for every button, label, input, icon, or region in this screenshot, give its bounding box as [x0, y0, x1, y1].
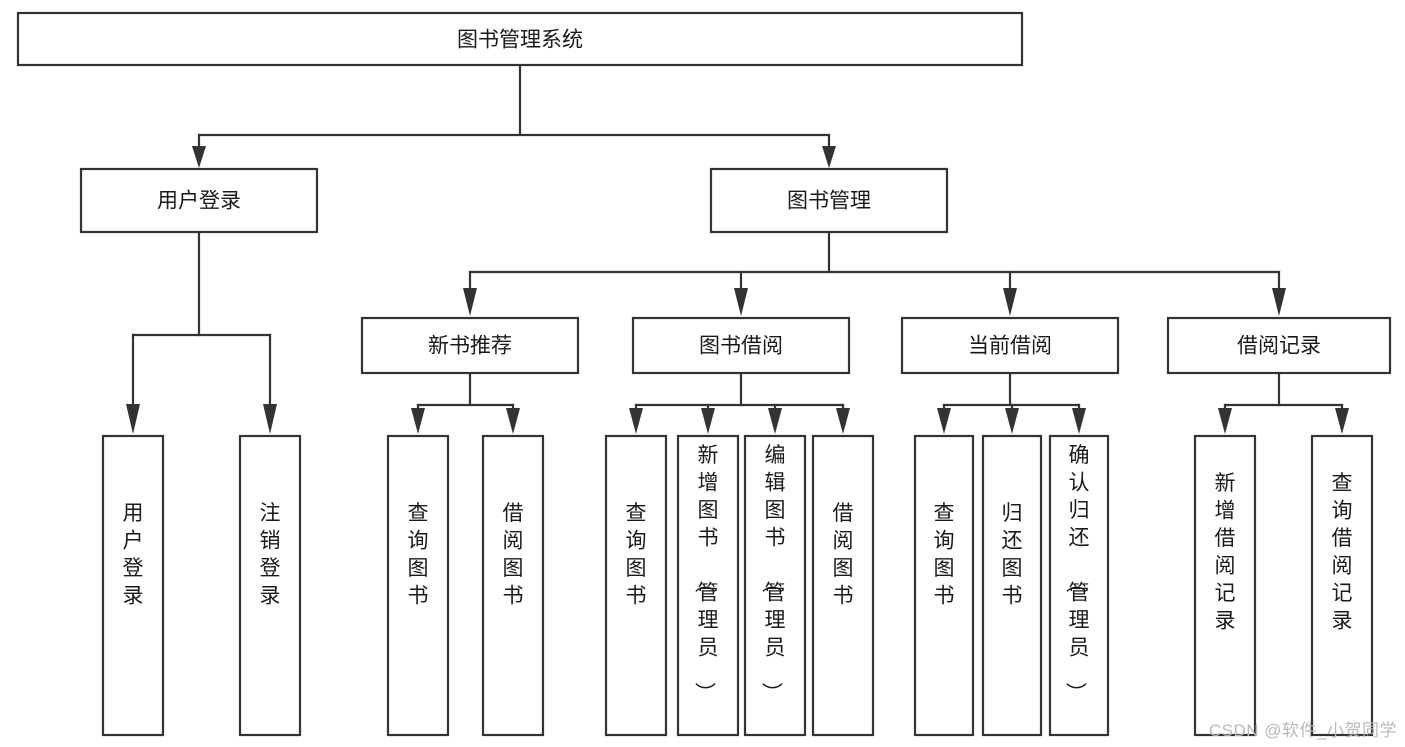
leaf-edit-book-label: 编辑图书（管理员）	[760, 444, 786, 703]
node-leaf-add-book[interactable]: 新增图书（管理员）	[676, 434, 740, 737]
node-leaf-return-book[interactable]: 归还图书	[981, 434, 1043, 737]
new-book-recommend-label: 新书推荐	[428, 335, 512, 358]
arrow-leaf-borrow-book-2	[836, 408, 850, 434]
leaf-query-book-1-box[interactable]	[386, 434, 450, 737]
borrow-record-label: 借阅记录	[1237, 335, 1321, 358]
leaf-confirm-return-label: 确认归还（管理员）	[1064, 444, 1090, 703]
current-borrow-label: 当前借阅	[968, 335, 1052, 358]
current-borrow-box[interactable]	[900, 316, 1120, 375]
leaf-borrow-book-1-label: 借阅图书	[503, 502, 524, 608]
leaf-borrow-book-1-box[interactable]	[481, 434, 545, 737]
node-leaf-borrow-book-2[interactable]: 借阅图书	[811, 434, 875, 737]
arrow-leaf-query-book-1	[411, 408, 425, 434]
leaf-logout-label: 注销登录	[260, 502, 281, 608]
arrow-leaf-edit-book	[768, 408, 782, 434]
node-leaf-query-book-2[interactable]: 查询图书	[604, 434, 668, 737]
arrow-leaf-return-book	[1005, 408, 1019, 434]
node-leaf-borrow-book-1[interactable]: 借阅图书	[481, 434, 545, 737]
leaf-return-book-box[interactable]	[981, 434, 1043, 737]
node-user-login[interactable]: 用户登录	[79, 167, 319, 234]
leaf-return-book-label: 归还图书	[1002, 502, 1023, 608]
leaf-borrow-book-2-label: 借阅图书	[833, 502, 854, 608]
root-box[interactable]	[16, 11, 1024, 67]
node-book-borrow[interactable]: 图书借阅	[631, 316, 851, 375]
node-leaf-edit-book[interactable]: 编辑图书（管理员）	[743, 434, 807, 737]
node-leaf-user-login[interactable]: 用户登录	[101, 434, 165, 737]
edge-layer	[126, 63, 1349, 434]
node-leaf-query-book-1[interactable]: 查询图书	[386, 434, 450, 737]
node-leaf-query-record[interactable]: 查询借阅记录	[1310, 434, 1374, 737]
arrow-leaf-query-record	[1335, 408, 1349, 434]
node-leaf-confirm-return[interactable]: 确认归还（管理员）	[1048, 434, 1110, 737]
arrow-leaf-add-record	[1218, 408, 1232, 434]
arrow-leaf-borrow-book-1	[506, 408, 520, 434]
arrow-to-current-borrow	[1003, 288, 1017, 316]
arrow-leaf-add-book	[701, 408, 715, 434]
node-new-book-recommend[interactable]: 新书推荐	[360, 316, 580, 375]
leaf-logout-box[interactable]	[238, 434, 302, 737]
leaf-edit-book-box[interactable]	[743, 434, 807, 737]
leaf-borrow-book-2-box[interactable]	[811, 434, 875, 737]
book-borrow-label: 图书借阅	[699, 335, 783, 358]
node-borrow-record[interactable]: 借阅记录	[1166, 316, 1392, 375]
node-book-manage[interactable]: 图书管理	[709, 167, 949, 234]
arrow-to-borrow-record	[1272, 288, 1286, 316]
arrow-leaf-user-login	[126, 404, 140, 434]
leaf-user-login-box[interactable]	[101, 434, 165, 737]
arrow-leaf-query-book-2	[629, 408, 643, 434]
user-login-box[interactable]	[79, 167, 319, 234]
arrow-leaf-logout	[263, 404, 277, 434]
book-borrow-box[interactable]	[631, 316, 851, 375]
arrow-to-new-book-recommend	[463, 288, 477, 316]
leaf-query-record-box[interactable]	[1310, 434, 1374, 737]
arrow-leaf-query-book-3	[937, 408, 951, 434]
leaf-add-record-box[interactable]	[1193, 434, 1257, 737]
leaf-query-book-3-box[interactable]	[913, 434, 975, 737]
arrow-to-book-borrow	[734, 288, 748, 316]
node-leaf-add-record[interactable]: 新增借阅记录	[1193, 434, 1257, 737]
arrow-to-user-login	[192, 146, 206, 168]
book-manage-box[interactable]	[709, 167, 949, 234]
arrow-to-book-manage	[822, 146, 836, 168]
leaf-query-book-3-label: 查询图书	[934, 502, 955, 608]
root-label: 图书管理系统	[457, 29, 583, 52]
node-root[interactable]: 图书管理系统	[16, 11, 1024, 67]
node-current-borrow[interactable]: 当前借阅	[900, 316, 1120, 375]
leaf-query-book-1-label: 查询图书	[408, 502, 429, 608]
leaf-user-login-label: 用户登录	[123, 502, 144, 608]
book-manage-label: 图书管理	[787, 190, 871, 213]
leaf-confirm-return-box[interactable]	[1048, 434, 1110, 737]
borrow-record-box[interactable]	[1166, 316, 1392, 375]
node-leaf-logout[interactable]: 注销登录	[238, 434, 302, 737]
node-leaf-query-book-3[interactable]: 查询图书	[913, 434, 975, 737]
leaf-query-book-2-box[interactable]	[604, 434, 668, 737]
leaf-add-book-label: 新增图书（管理员）	[693, 444, 719, 703]
new-book-recommend-box[interactable]	[360, 316, 580, 375]
leaf-add-book-box[interactable]	[676, 434, 740, 737]
leaf-query-record-label: 查询借阅记录	[1332, 472, 1353, 633]
user-login-label: 用户登录	[157, 190, 241, 213]
leaf-query-book-2-label: 查询图书	[626, 502, 647, 608]
arrow-leaf-confirm-return	[1072, 408, 1086, 434]
leaf-add-record-label: 新增借阅记录	[1215, 472, 1236, 633]
